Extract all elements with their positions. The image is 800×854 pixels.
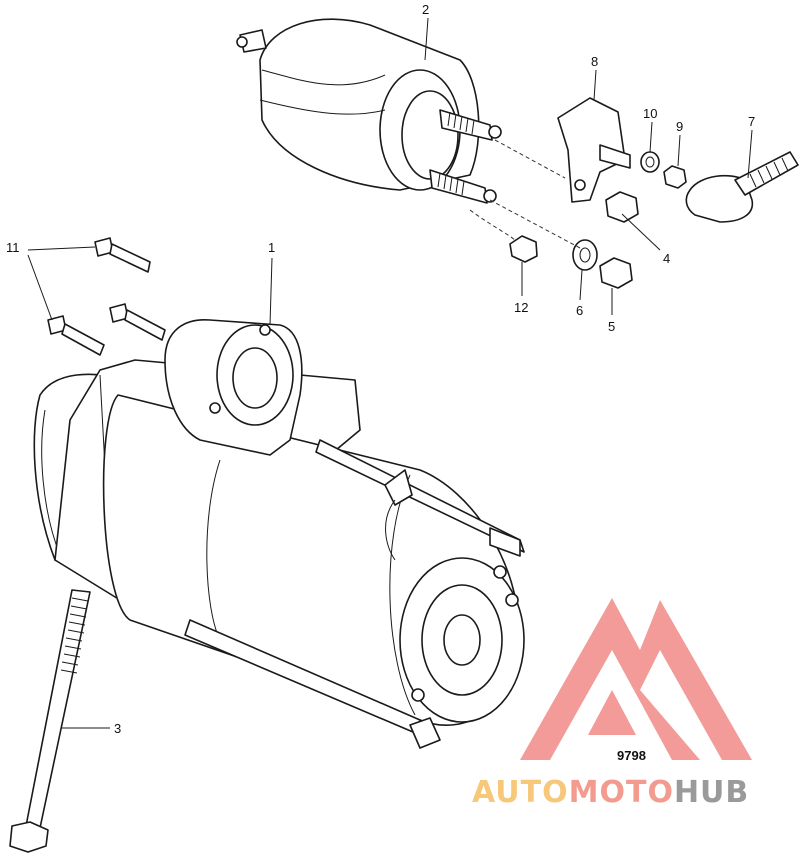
callout-1: 1 [268,240,275,255]
leader-lines [27,17,753,729]
automotohub-logo [520,598,752,760]
washer-part-10 [640,151,660,173]
nut-part-12 [509,235,538,263]
long-bolt-part-3 [9,589,91,853]
callout-10: 10 [643,106,657,121]
terminal-bracket-part-8 [557,97,631,203]
terminal-boot-part-7 [685,151,799,223]
watermark-auto: AUTO [472,775,569,810]
nut-part-4 [605,191,639,223]
washer-part-6 [572,239,598,271]
bolt-part-11-c [47,315,105,356]
watermark-hub: HUB [674,775,749,810]
watermark-moto: MOTO [569,775,674,810]
callout-2: 2 [422,2,429,17]
callout-11: 11 [6,240,20,255]
watermark-text: AUTOMOTOHUB [472,775,749,810]
nut-part-5 [599,257,633,289]
callout-8: 8 [591,54,598,69]
starter-motor-part-1 [33,319,525,749]
figure-number: 9798 [617,748,646,763]
bolt-part-11-b [109,303,166,341]
callout-3: 3 [114,721,121,736]
logo-triangle-mark [520,598,752,760]
callout-6: 6 [576,303,583,318]
callout-7: 7 [748,114,755,129]
bolt-part-11-a [94,237,151,273]
callout-5: 5 [608,319,615,334]
callout-12: 12 [514,300,528,315]
solenoid-part-2 [236,18,502,204]
callout-9: 9 [676,119,683,134]
nut-part-9 [663,165,687,189]
callout-4: 4 [663,251,670,266]
